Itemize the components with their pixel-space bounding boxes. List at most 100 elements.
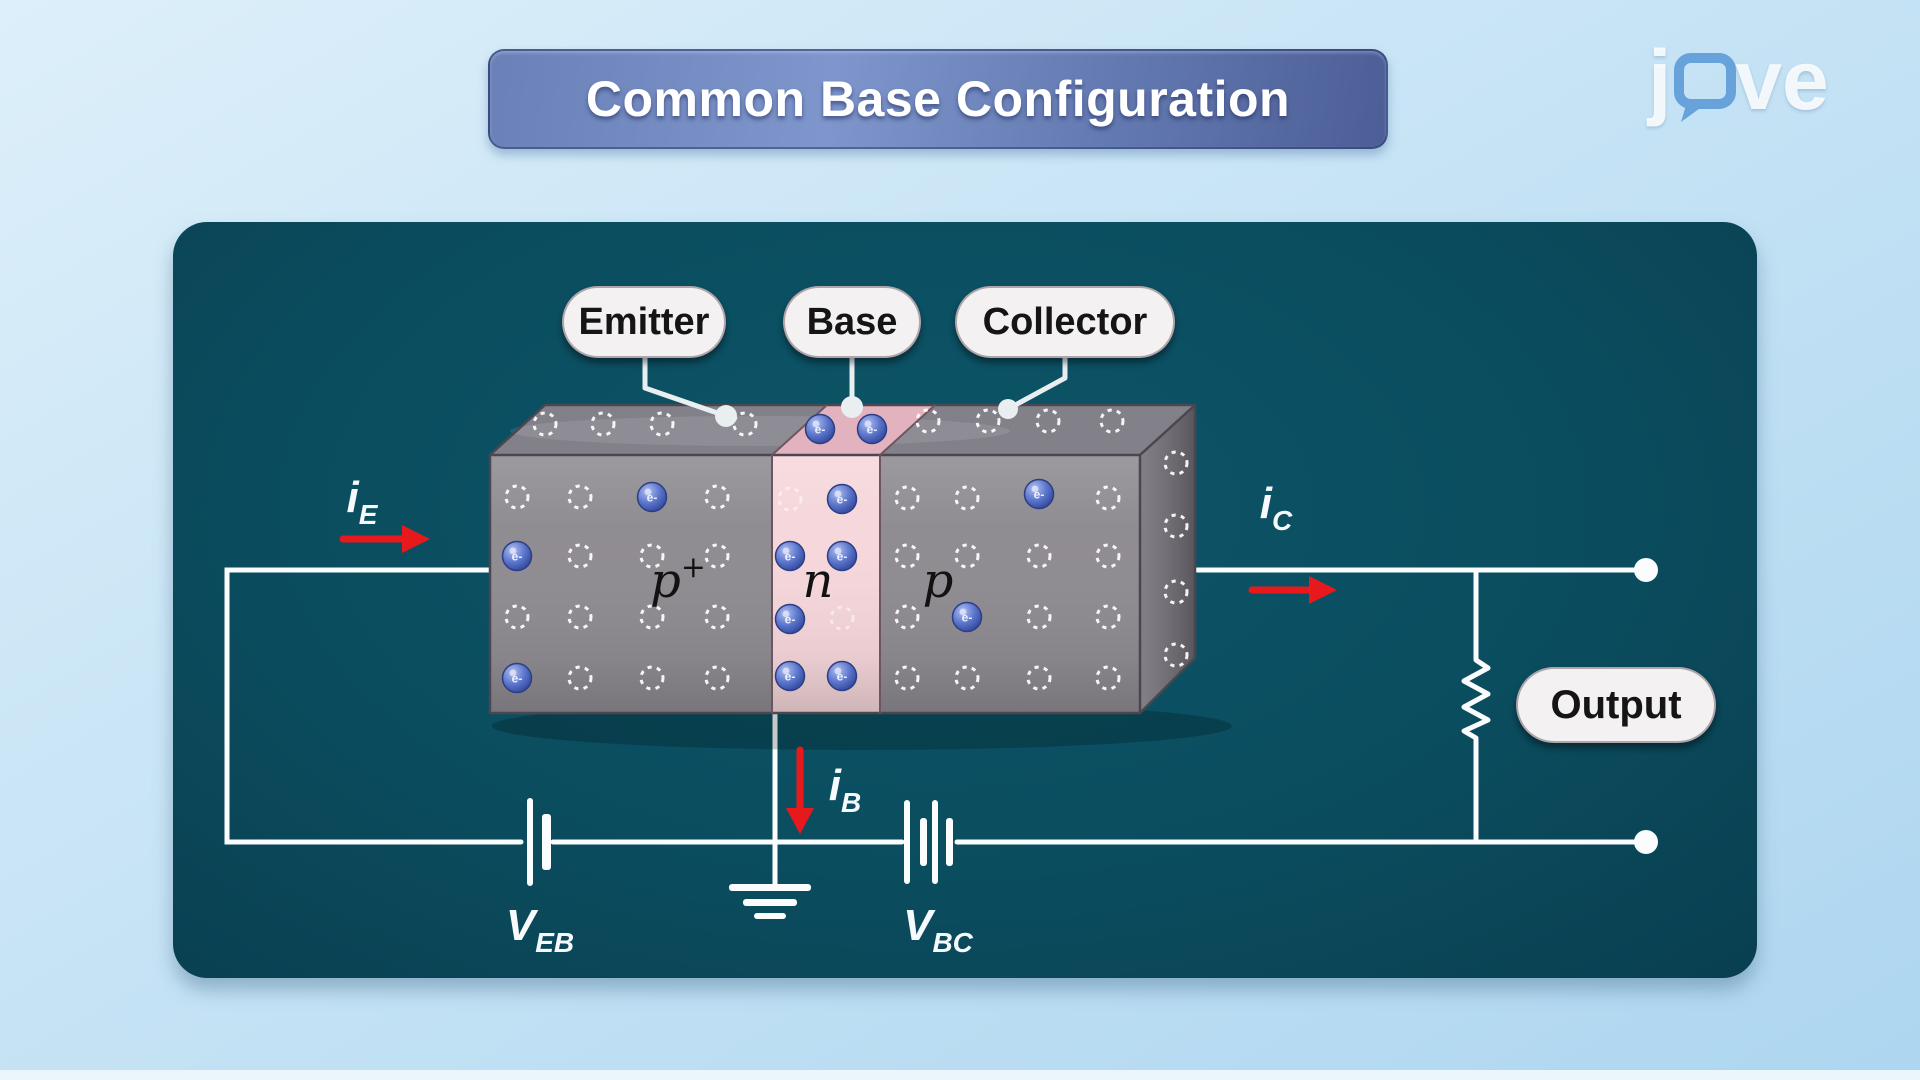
hole-icon <box>649 411 675 437</box>
title-banner: Common Base Configuration <box>488 49 1388 149</box>
electron-icon: e- <box>804 413 836 445</box>
electron-icon: e- <box>826 660 858 692</box>
vbc-label: VBC <box>903 901 974 958</box>
base-leader-dot <box>841 396 863 418</box>
svg-text:e-: e- <box>867 423 878 437</box>
jove-logo: j ve <box>1648 38 1829 137</box>
circuit-wires <box>224 567 1649 887</box>
current-arrow-ib-icon <box>786 746 814 834</box>
hole-icon <box>894 604 920 630</box>
faded-hole-icon <box>777 486 803 512</box>
hole-icon <box>1035 408 1061 434</box>
electron-icon: e- <box>774 603 806 635</box>
hole-icon <box>532 411 558 437</box>
electron-icon: e- <box>774 540 806 572</box>
hole-icon <box>1163 450 1189 476</box>
base-doping-label: n <box>803 553 834 609</box>
collector-doping-label: p <box>923 553 954 609</box>
speech-bubble-icon <box>1671 52 1737 137</box>
hole-icon <box>504 484 530 510</box>
hole-icon <box>1026 665 1052 691</box>
hole-icon <box>590 411 616 437</box>
electron-icon: e- <box>826 483 858 515</box>
hole-icon <box>1095 604 1121 630</box>
hole-icon <box>732 411 758 437</box>
wire-resistor-branch <box>1461 567 1491 845</box>
terminal-dot-bottom <box>1634 830 1658 854</box>
emitter-pill: Emitter <box>562 286 726 358</box>
hole-icon <box>639 665 665 691</box>
electron-icon: e- <box>856 413 888 445</box>
wire-emitter-loop <box>224 567 524 845</box>
svg-text:e-: e- <box>962 611 973 625</box>
page-title: Common Base Configuration <box>585 71 1291 127</box>
hole-icon <box>1163 579 1189 605</box>
hole-icon <box>704 604 730 630</box>
hole-icon <box>894 665 920 691</box>
hole-icon <box>954 665 980 691</box>
transistor-3d: e-e-e-e-e-e-e-e-e-e-e-e-e- p+ n p <box>488 403 1232 750</box>
hole-icon <box>504 604 530 630</box>
logo-letter-j: j <box>1648 33 1672 127</box>
ib-label: iB <box>829 761 861 818</box>
svg-text:e-: e- <box>512 550 523 564</box>
svg-text:e-: e- <box>1034 488 1045 502</box>
emitter-pill-label: Emitter <box>578 300 710 343</box>
hole-icon <box>1095 543 1121 569</box>
hole-icon <box>1163 513 1189 539</box>
electron-icon: e- <box>1023 478 1055 510</box>
hole-icon <box>567 484 593 510</box>
electron-icon: e- <box>774 660 806 692</box>
charge-particles: e-e-e-e-e-e-e-e-e-e-e-e-e- <box>501 408 1189 694</box>
emitter-leader <box>642 353 729 419</box>
current-arrow-ic-icon <box>1248 576 1337 604</box>
electron-icon: e- <box>826 540 858 572</box>
hole-icon <box>704 484 730 510</box>
hole-icon <box>639 543 665 569</box>
battery-veb-icon <box>527 798 551 886</box>
svg-text:e-: e- <box>837 550 848 564</box>
output-pill: Output <box>1516 667 1716 743</box>
ic-label: iC <box>1260 479 1293 536</box>
base-pill: Base <box>783 286 921 358</box>
hole-icon <box>894 543 920 569</box>
emitter-leader-dot <box>715 405 737 427</box>
bottom-strip <box>0 1070 1920 1080</box>
svg-text:e-: e- <box>512 672 523 686</box>
hole-icon <box>1026 604 1052 630</box>
svg-text:e-: e- <box>785 550 796 564</box>
emitter-doping-label: p+ <box>650 550 706 609</box>
hole-icon <box>567 543 593 569</box>
electron-icon: e- <box>636 481 668 513</box>
collector-pill: Collector <box>955 286 1175 358</box>
electron-icon: e- <box>951 601 983 633</box>
battery-vbc-icon <box>904 800 953 884</box>
collector-leader <box>1005 353 1068 412</box>
output-pill-label: Output <box>1550 682 1682 727</box>
hole-icon <box>915 408 941 434</box>
faded-hole-icon <box>829 605 855 631</box>
svg-text:e-: e- <box>837 493 848 507</box>
hole-icon <box>1095 485 1121 511</box>
svg-text:e-: e- <box>647 491 658 505</box>
collector-leader-dot <box>998 399 1018 419</box>
hole-icon <box>954 485 980 511</box>
hole-icon <box>1099 408 1125 434</box>
terminal-dot-top <box>1634 558 1658 582</box>
current-arrow-ie-icon <box>339 525 430 553</box>
base-pill-label: Base <box>806 300 898 343</box>
svg-text:e-: e- <box>837 670 848 684</box>
hole-icon <box>975 408 1001 434</box>
electron-icon: e- <box>501 540 533 572</box>
hole-icon <box>567 665 593 691</box>
hole-icon <box>1026 543 1052 569</box>
veb-label: VEB <box>506 901 574 958</box>
svg-text:e-: e- <box>785 613 796 627</box>
logo-letter-ve: ve <box>1735 33 1829 127</box>
ie-label: iE <box>347 473 379 530</box>
hole-icon <box>954 543 980 569</box>
hole-icon <box>567 604 593 630</box>
hole-icon <box>704 543 730 569</box>
